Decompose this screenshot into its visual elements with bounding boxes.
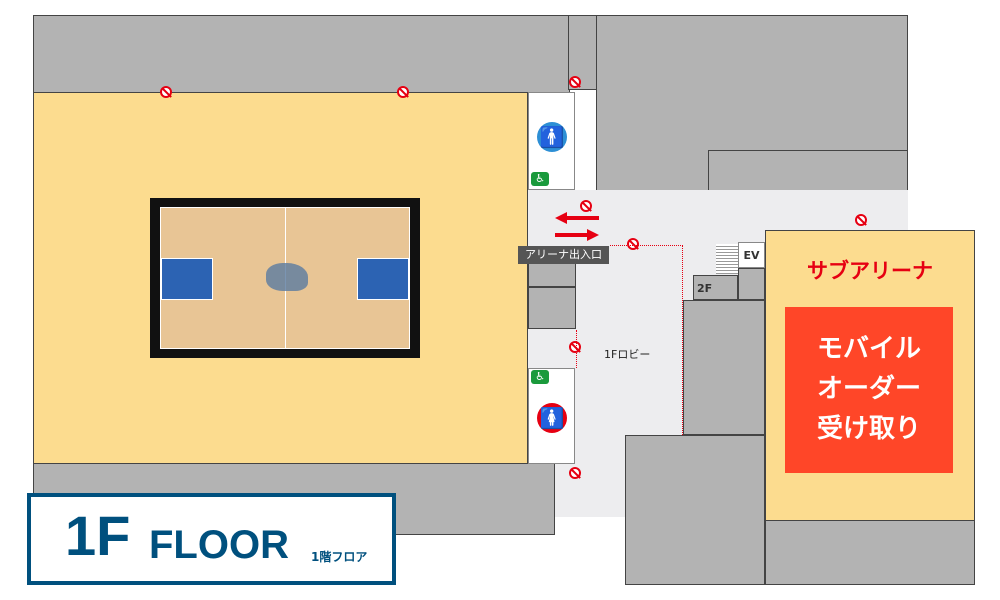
stairs-label: 2F (697, 282, 713, 295)
barrier-line (610, 245, 683, 435)
sub-arena-label: サブアリーナ (807, 259, 933, 283)
mobile-order-line: 受け取り (816, 414, 921, 444)
no-entry-icon (580, 200, 592, 212)
no-entry-icon (855, 214, 867, 226)
floor-number: 1F (65, 504, 131, 567)
kitchen-block (683, 300, 765, 435)
lobby-label: 1Fロビー (604, 348, 651, 361)
no-entry-icon (160, 86, 172, 98)
womens-restroom-icon: 🚺 (537, 403, 567, 433)
no-entry-icon (627, 238, 639, 250)
mobile-order-line: オーダー (816, 374, 921, 404)
floor-badge: 1F FLOOR 1階フロア (27, 493, 396, 585)
no-entry-icon (569, 341, 581, 353)
rooms (708, 150, 908, 195)
no-entry-icon (397, 86, 409, 98)
floor-word: FLOOR (149, 523, 289, 567)
no-entry-icon (569, 467, 581, 479)
paint-left (161, 258, 213, 300)
paint-right (357, 258, 409, 300)
north-wing (33, 15, 570, 93)
accessible-restroom-icon: ♿ (531, 370, 549, 384)
team-logo (266, 263, 308, 291)
barrier-line (576, 330, 577, 368)
storage-2 (528, 287, 576, 329)
mobile-order-line: モバイル (816, 334, 921, 364)
arrow-left-icon (555, 212, 599, 224)
south-east-block (625, 435, 765, 585)
mobile-order-pickup[interactable]: モバイル オーダー 受け取り (785, 307, 953, 473)
mens-restroom-icon: 🚹 (537, 122, 567, 152)
floor-subtitle: 1階フロア (311, 550, 368, 564)
accessible-restroom-icon: ♿ (531, 172, 549, 186)
staircase (716, 244, 738, 274)
arrow-right-icon (555, 229, 599, 241)
basketball-court (150, 198, 420, 358)
elevator: EV (738, 242, 765, 268)
no-entry-icon (569, 76, 581, 88)
sub-arena-south (765, 520, 975, 585)
court-floor (160, 207, 410, 349)
stair-room (693, 275, 738, 300)
arena-entrance-label: アリーナ出入口 (518, 246, 609, 264)
elevator-shaft (738, 268, 765, 300)
